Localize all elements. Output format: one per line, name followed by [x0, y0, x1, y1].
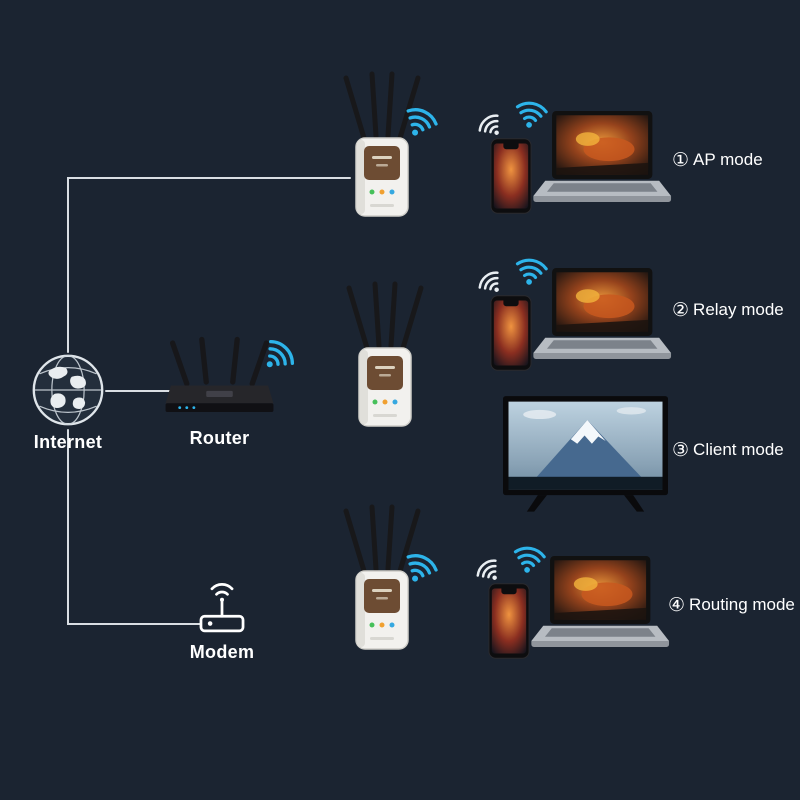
- client-devices-group: [478, 249, 675, 382]
- laptop-device: [528, 111, 673, 213]
- mode-text: Client mode: [693, 440, 784, 459]
- wifi-signal-icon: [393, 95, 446, 148]
- smartphone-device: [488, 582, 530, 660]
- mode-label-client: ③ Client mode: [672, 440, 784, 460]
- wifi-signal-icon: [470, 262, 512, 304]
- client-devices-group: [476, 537, 673, 670]
- modem-icon: [190, 576, 254, 640]
- mode-badge: ④: [668, 594, 686, 616]
- wifi-signal-icon: [509, 249, 553, 293]
- router-label: Router: [189, 428, 250, 448]
- wifi-repeater-device: [335, 281, 435, 432]
- mode-text: Relay mode: [693, 300, 784, 319]
- wifi-signal-icon: [393, 541, 446, 594]
- wifi-repeater-device: [332, 504, 432, 655]
- wifi-repeater-device: [332, 71, 432, 222]
- mode-text: Routing mode: [689, 595, 795, 614]
- wifi-signal-icon: [509, 92, 553, 136]
- internet-label: Internet: [33, 432, 103, 452]
- mode-label-routing: ④ Routing mode: [668, 595, 795, 615]
- wifi-signal-icon: [468, 550, 510, 592]
- tv-device: [503, 396, 668, 520]
- modem-label: Modem: [189, 642, 255, 662]
- wifi-signal-icon: [470, 105, 512, 147]
- globe-icon: [30, 352, 106, 428]
- laptop-device: [526, 556, 671, 658]
- client-devices-group: [478, 92, 675, 225]
- router-device: [162, 336, 277, 420]
- mode-badge: ①: [672, 149, 690, 171]
- mode-label-relay: ② Relay mode: [672, 300, 784, 320]
- mode-badge: ③: [672, 439, 690, 461]
- wifi-signal-icon: [507, 537, 551, 581]
- wifi-signal-icon: [250, 328, 307, 385]
- mode-label-ap: ① AP mode: [672, 150, 763, 170]
- smartphone-device: [490, 294, 532, 372]
- laptop-device: [528, 268, 673, 370]
- mode-text: AP mode: [693, 150, 763, 169]
- smartphone-device: [490, 137, 532, 215]
- mode-badge: ②: [672, 299, 690, 321]
